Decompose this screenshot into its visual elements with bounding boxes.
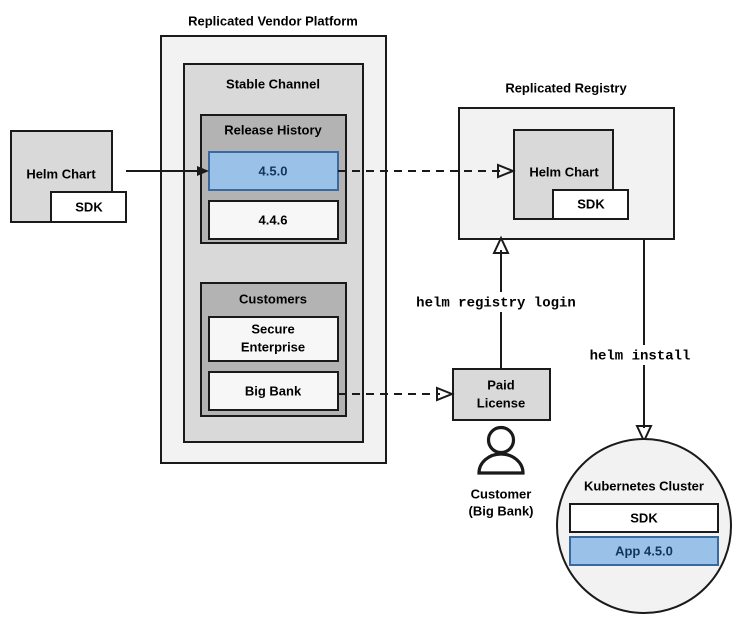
vendor-platform-title: Replicated Vendor Platform bbox=[188, 13, 358, 28]
customer-entry-big-bank-label: Big Bank bbox=[245, 383, 302, 398]
release-item-4-4-6-label: 4.4.6 bbox=[259, 212, 288, 227]
registry-helm-chart-label: Helm Chart bbox=[529, 164, 599, 179]
paid-license-line1: Paid bbox=[487, 377, 515, 392]
connector-release-to-registry-arrowhead bbox=[497, 163, 516, 179]
paid-license-line2: License bbox=[477, 395, 525, 410]
registry-login-label-backdrop bbox=[398, 292, 594, 312]
connector-license-to-registry-arrowhead bbox=[492, 235, 510, 254]
command-helm-registry-login: helm registry login bbox=[416, 296, 576, 312]
customer-label-line1: Customer bbox=[471, 486, 532, 501]
registry-helm-chart-sdk-label: SDK bbox=[577, 196, 605, 211]
release-history-title: Release History bbox=[224, 122, 322, 137]
connector-chart-to-release-arrowhead bbox=[197, 166, 209, 176]
customer-entry-secure-enterprise-line1: Secure bbox=[251, 321, 294, 336]
release-item-4-5-0-label: 4.5.0 bbox=[259, 163, 288, 178]
kubernetes-cluster-title: Kubernetes Cluster bbox=[584, 478, 704, 493]
customer-entry-secure-enterprise-line2: Enterprise bbox=[241, 339, 305, 354]
cluster-component-app-box bbox=[569, 536, 719, 566]
stable-channel-title: Stable Channel bbox=[226, 76, 320, 91]
cluster-component-app-label: App 4.5.0 bbox=[615, 543, 673, 558]
registry-title: Replicated Registry bbox=[505, 80, 627, 95]
release-item-4-4-6-box[interactable] bbox=[208, 200, 339, 240]
connector-bigbank-to-license-arrowhead bbox=[436, 386, 455, 402]
command-helm-install: helm install bbox=[590, 349, 691, 365]
connector-registry-to-cluster-arrowhead bbox=[635, 425, 653, 444]
source-helm-chart-sdk-label: SDK bbox=[75, 199, 103, 214]
customer-entry-secure-enterprise-box[interactable] bbox=[208, 316, 339, 362]
customer-entry-big-bank-box[interactable] bbox=[208, 371, 339, 411]
customer-label-line2: (Big Bank) bbox=[469, 503, 534, 518]
cluster-component-sdk-box bbox=[569, 503, 719, 533]
helm-install-label-backdrop bbox=[566, 345, 723, 365]
person-icon bbox=[477, 425, 525, 475]
cluster-component-sdk-label: SDK bbox=[630, 510, 658, 525]
source-helm-chart-sdk-box bbox=[50, 191, 127, 223]
registry-helm-chart-sdk-box bbox=[552, 189, 629, 220]
customers-title: Customers bbox=[239, 291, 307, 306]
source-helm-chart-label: Helm Chart bbox=[26, 166, 96, 181]
